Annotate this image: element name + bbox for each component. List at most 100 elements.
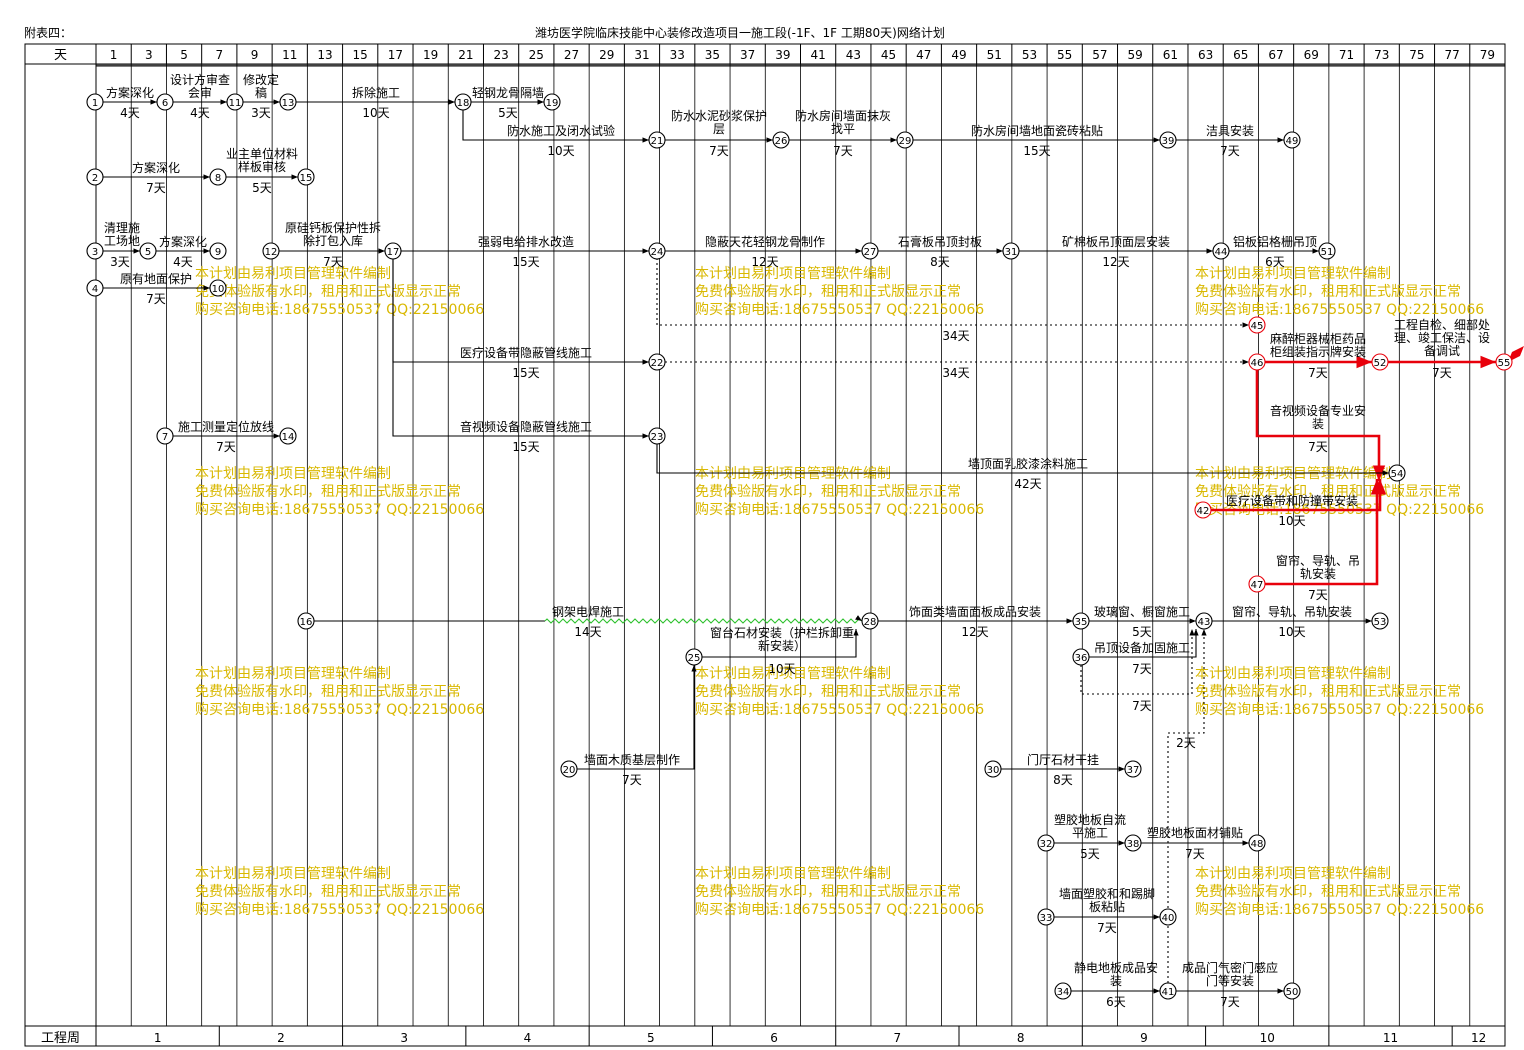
day-tick-label: 37 (740, 48, 755, 62)
week-tick-label: 7 (894, 1031, 902, 1045)
week-tick-label: 4 (524, 1031, 532, 1045)
activity-name: 拆除施工 (352, 85, 400, 100)
activity-name: 静电地板成品安 (1074, 960, 1158, 975)
day-tick-label: 55 (1057, 48, 1072, 62)
event-node (1495, 353, 1513, 371)
day-tick-label: 15 (353, 48, 368, 62)
event-node (861, 242, 879, 260)
activity-name: 方案深化 (132, 160, 180, 175)
event-node (139, 242, 157, 260)
day-tick-label: 19 (423, 48, 438, 62)
activity-name: 门等安装 (1206, 973, 1254, 988)
event-node-id: 38 (1127, 839, 1140, 850)
event-node-id: 7 (162, 432, 168, 443)
activity-name: 样板审核 (238, 159, 286, 174)
activity-duration: 4天 (190, 106, 210, 120)
activity-duration: 7天 (622, 773, 642, 787)
activity-name: 塑胶地板面材铺贴 (1147, 825, 1243, 840)
event-node (86, 168, 104, 186)
activity-name: 吊顶设备加固施工 (1094, 641, 1190, 655)
activity-arrow (1255, 370, 1386, 481)
activity-name: 防水房间墙地面瓷砖粘贴 (971, 123, 1103, 138)
activity-arrows (103, 99, 1524, 994)
event-node (226, 93, 244, 111)
activity-name: 装 (1110, 974, 1122, 988)
watermark-line: 购买咨询电话:18675550537 QQ:22150066 (695, 902, 984, 918)
activity-arrow (656, 243, 1249, 328)
activity-name: 方案深化 (106, 85, 154, 100)
watermark-line: 购买咨询电话:18675550537 QQ:22150066 (195, 302, 484, 318)
activity-name: 医疗设备带和防撞带安装 (1226, 493, 1358, 508)
event-node-id: 14 (282, 432, 295, 443)
event-node-id: 23 (651, 432, 664, 443)
watermark-line: 购买咨询电话:18675550537 QQ:22150066 (695, 702, 984, 718)
event-node-id: 25 (688, 653, 701, 664)
activity-duration: 10天 (768, 662, 795, 676)
day-tick-label: 49 (951, 48, 966, 62)
activity-arrow (702, 629, 859, 658)
activity-duration: 7天 (216, 440, 236, 454)
activity-duration: 7天 (1132, 699, 1152, 713)
activity-arrow (577, 665, 697, 770)
activity-arrow (1167, 629, 1207, 983)
event-node (156, 93, 174, 111)
activity-name: 玻璃窗、橱窗施工 (1094, 605, 1190, 619)
activity-duration: 5天 (252, 181, 272, 195)
watermark-line: 免费体验版有水印，租用和正式版显示正常 (195, 884, 461, 900)
page-heading: 附表四： 潍坊医学院临床技能中心装修改造项目一施工段(-1F、1F 工期80天)… (0, 0, 1524, 44)
activity-name: 窗帘、导轨、吊轨安装 (1232, 604, 1352, 619)
activity-duration: 2天 (1176, 736, 1196, 750)
day-tick-label: 61 (1163, 48, 1178, 62)
activity-labels: 方案深化4天设计方审查会审4天修改定稿3天拆除施工10天轻钢龙骨隔墙5天防水施工… (104, 72, 1490, 1009)
watermark-line: 免费体验版有水印，租用和正式版显示正常 (195, 284, 461, 300)
event-node-id: 30 (987, 765, 1000, 776)
activity-duration: 34天 (942, 366, 969, 380)
day-tick-label: 31 (634, 48, 649, 62)
event-node-id: 43 (1198, 617, 1211, 628)
event-node-id: 27 (864, 247, 877, 258)
activity-name: 层 (713, 122, 725, 136)
event-node-id: 26 (775, 136, 788, 147)
event-node-id: 53 (1374, 617, 1387, 628)
day-tick-label: 71 (1339, 48, 1354, 62)
week-axis-label: 工程周 (41, 1031, 80, 1046)
day-tick-label: 27 (564, 48, 579, 62)
day-tick-label: 45 (881, 48, 896, 62)
day-tick-label: 11 (282, 48, 297, 62)
event-node-id: 24 (651, 247, 664, 258)
event-node-id: 45 (1251, 321, 1264, 332)
event-node-id: 5 (145, 247, 151, 258)
event-node (1194, 501, 1212, 519)
week-tick-label: 6 (770, 1031, 778, 1045)
event-node (1037, 834, 1055, 852)
activity-name: 原有地面保护 (120, 272, 192, 286)
event-node-id: 1 (92, 98, 98, 109)
activity-name: 隐蔽天花轻钢龙骨制作 (705, 234, 825, 249)
activity-duration: 4天 (173, 255, 193, 269)
event-node-id: 55 (1498, 358, 1511, 369)
event-node-id: 52 (1374, 358, 1387, 369)
activity-duration: 7天 (833, 144, 853, 158)
event-node (1124, 834, 1142, 852)
day-tick-label: 43 (846, 48, 861, 62)
week-tick-label: 2 (277, 1031, 285, 1045)
day-tick-label: 3 (145, 48, 153, 62)
event-node (896, 131, 914, 149)
event-node (1124, 760, 1142, 778)
event-node-id: 51 (1321, 247, 1334, 258)
day-tick-label: 51 (987, 48, 1002, 62)
activity-name: 清理施 (104, 221, 140, 235)
activity-duration: 5天 (1080, 847, 1100, 861)
activity-name: 板粘贴 (1089, 899, 1125, 914)
event-node (648, 427, 666, 445)
event-node (543, 93, 561, 111)
day-tick-label: 63 (1198, 48, 1213, 62)
watermark-line: 购买咨询电话:18675550537 QQ:22150066 (1195, 702, 1484, 718)
watermark-line: 免费体验版有水印，租用和正式版显示正常 (195, 684, 461, 700)
event-node (279, 93, 297, 111)
watermark-line: 购买咨询电话:18675550537 QQ:22150066 (1195, 302, 1484, 318)
activity-name: 原硅钙板保护性拆 (285, 220, 381, 235)
event-node-id: 21 (651, 136, 664, 147)
watermark-line: 免费体验版有水印，租用和正式版显示正常 (1195, 684, 1461, 700)
